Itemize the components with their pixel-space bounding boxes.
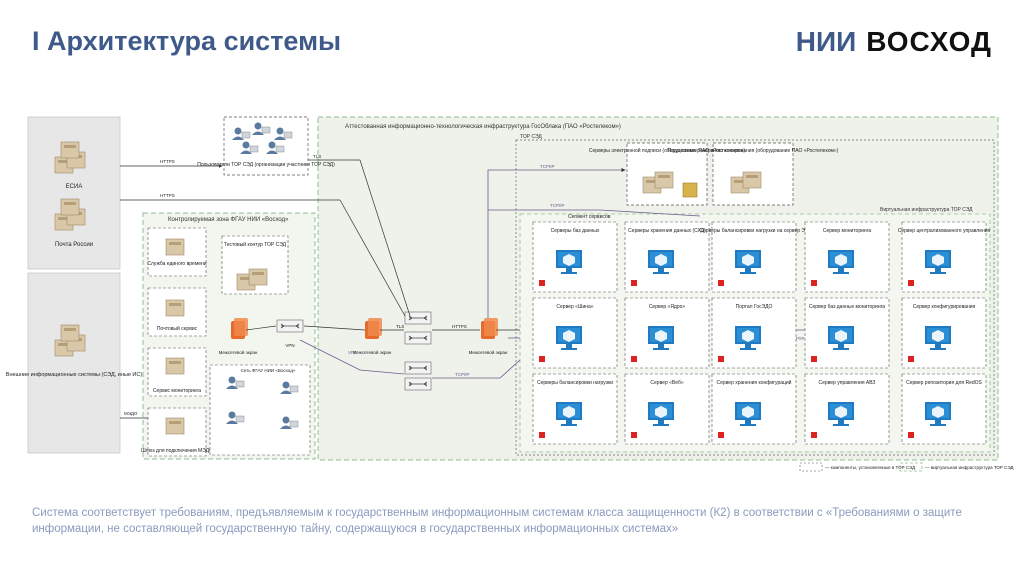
- redos-icon: [539, 356, 545, 362]
- link-vpn: VPN: [348, 350, 357, 355]
- node-backup: Подсистема резервного копирования (обору…: [668, 148, 839, 154]
- node-external: Внешние информационные системы (СЭД, ины…: [6, 372, 143, 378]
- redos-icon: [631, 280, 637, 286]
- cz-test-stand: Тестовый контур ТОР СЭД: [224, 241, 287, 248]
- gov-firewall: Межсетевой экран: [353, 349, 392, 355]
- redos-icon: [718, 432, 724, 438]
- server-label: Серверы балансировки нагрузки: [537, 380, 613, 386]
- redos-icon: [811, 280, 817, 286]
- server-label: Сервер мониторинга: [823, 228, 872, 234]
- server-label: Сервер «Веб»: [650, 380, 683, 386]
- server-label: Сервер централизованного управления: [898, 228, 991, 234]
- redos-icon: [718, 280, 724, 286]
- server-label: Сервер конфигурирования: [913, 304, 976, 310]
- server-label: Серверы баз данных: [551, 228, 600, 234]
- legend-item-2: — виртуальная инфраструктура ТОР СЭД: [925, 465, 1013, 470]
- server-label: Сервер управления АВЗ: [819, 380, 876, 386]
- redos-icon: [631, 356, 637, 362]
- int-firewall: Межсетевой экран: [469, 349, 508, 355]
- server-label: Сервер «Шина»: [556, 304, 593, 310]
- node-signature: Серверы электронной подписи (оборудовани…: [589, 147, 746, 154]
- link-https-3: HTTPS: [452, 324, 467, 329]
- cz-vpn: VPN: [285, 343, 294, 348]
- logo-text: НИИ: [795, 26, 857, 57]
- server-label: Портал ГосЭДО: [736, 304, 773, 310]
- redos-icon: [631, 432, 637, 438]
- redos-icon: [908, 356, 914, 362]
- link-medo: МЭДО: [124, 411, 138, 416]
- cz-firewall: Межсетевой экран: [219, 349, 258, 355]
- redos-icon: [908, 280, 914, 286]
- cz-monitor: Сервис мониторинга: [153, 388, 201, 394]
- server-grid: Серверы баз данных Серверы хранения данны…: [532, 221, 991, 445]
- link-https-2: HTTPS: [160, 193, 175, 198]
- cz-mail: Почтовый сервис: [157, 325, 198, 332]
- services-segment-label: Сегмент сервисов: [568, 214, 611, 220]
- redos-icon: [908, 432, 914, 438]
- node-users: Пользователи ТОР СЭД (организации участн…: [197, 162, 335, 168]
- redos-icon: [539, 432, 545, 438]
- node-esia: ЕСИА: [66, 184, 83, 190]
- link-tls-2: TLS: [396, 324, 404, 329]
- server-label: Сервер хранения конфигураций: [717, 379, 792, 386]
- cz-time: Служба единого времени: [147, 261, 206, 267]
- tor-sed-label: ТОР СЭД: [520, 134, 542, 140]
- link-https-1: HTTPS: [160, 159, 175, 164]
- link-tcpip-2: TCP/IP: [550, 203, 565, 208]
- redos-icon: [811, 356, 817, 362]
- server-label: Серверы хранения данных (СХД): [628, 228, 706, 234]
- link-tcpip-v: TCP/IP: [790, 336, 805, 341]
- link-tcpip-3: TCP/IP: [455, 372, 470, 377]
- server-label: Сервер репозитория для RedOS: [906, 380, 982, 386]
- controlled-zone-title: Контролируемая зона ФГАУ НИИ «Восход»: [168, 217, 289, 223]
- compliance-caption: Система соответствует требованиям, предъ…: [32, 507, 962, 535]
- server-label: Сервер «Ядро»: [649, 304, 686, 310]
- link-tls-1: TLS: [313, 154, 321, 159]
- logo-mark: ВОСХОД: [866, 26, 992, 57]
- cz-gateway: Шлюз для подключения МЭДО: [141, 448, 213, 454]
- legend-item-1: — компоненты, установленные в ТОР СЭД: [825, 465, 915, 470]
- page-title: I Архитектура системы: [32, 26, 342, 56]
- gosoblako-title: Аттестованная информационно-технологичес…: [345, 124, 621, 130]
- redos-icon: [718, 356, 724, 362]
- server-label: Серверы балансировки нагрузки на сервер …: [699, 228, 809, 234]
- server-box: [624, 373, 710, 445]
- node-post: Почта России: [55, 242, 93, 248]
- cz-network: Сеть ФГАУ НИИ «Восход»: [241, 368, 296, 373]
- server-label: Сервер баз данных мониторинга: [809, 304, 885, 310]
- redos-icon: [539, 280, 545, 286]
- redos-icon: [811, 432, 817, 438]
- brand-logo: НИИ ВОСХОД: [796, 26, 992, 58]
- link-tcpip-1: TCP/IP: [540, 164, 555, 169]
- virtual-infra-label: Виртуальная инфраструктура ТОР СЭД: [880, 207, 973, 213]
